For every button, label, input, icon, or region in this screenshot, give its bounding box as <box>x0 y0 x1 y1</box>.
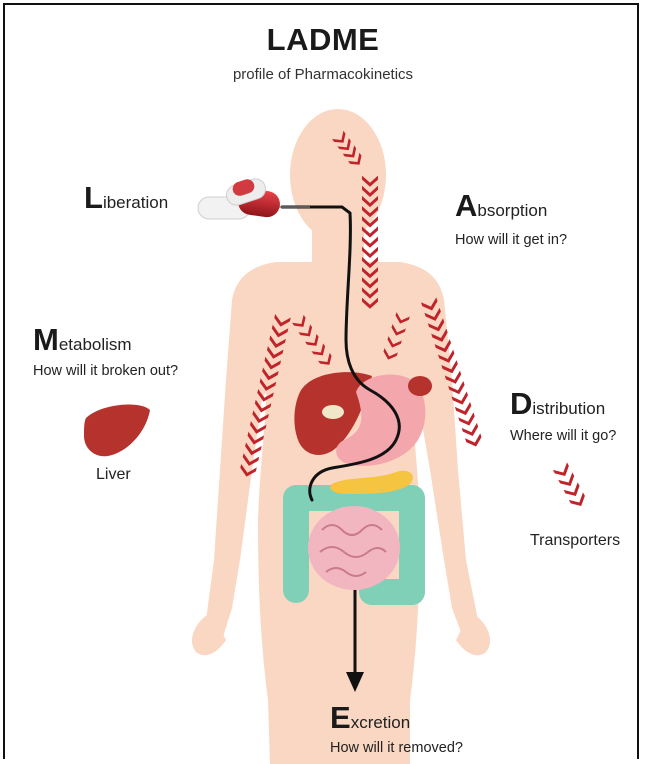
metabolism-initial: M <box>33 322 59 357</box>
small-intestine <box>308 506 400 590</box>
excretion-initial: E <box>330 700 351 735</box>
transporter-chevron <box>362 247 378 258</box>
absorption-initial: A <box>455 188 477 223</box>
liberation-initial: L <box>84 180 103 215</box>
distribution-label: Distribution <box>510 386 605 422</box>
transporter-chevron <box>462 423 481 439</box>
liver-icon <box>84 404 150 456</box>
transporters-legend-label: Transporters <box>530 532 620 550</box>
liberation-label: Liberation <box>84 180 168 216</box>
absorption-label: Absorption <box>455 188 547 224</box>
transporter-chevron <box>455 402 474 418</box>
metabolism-label: Metabolism <box>33 322 132 358</box>
transporter-chevrons-icon <box>553 462 588 509</box>
transporter-chevron <box>458 412 477 428</box>
absorption-rest: bsorption <box>477 201 547 220</box>
distribution-question: Where will it go? <box>510 428 616 444</box>
metabolism-rest: etabolism <box>59 335 132 354</box>
gallbladder <box>322 405 344 419</box>
metabolism-question: How will it broken out? <box>33 363 178 379</box>
excretion-question: How will it removed? <box>330 740 463 756</box>
absorption-question: How will it get in? <box>455 232 567 248</box>
distribution-initial: D <box>510 386 532 421</box>
excretion-rest: xcretion <box>351 713 411 732</box>
transporter-chevron <box>553 462 572 479</box>
pill-capsule-icon <box>198 176 282 219</box>
transporter-chevron <box>451 392 470 408</box>
transporter-chevron <box>465 433 484 449</box>
spleen <box>408 376 432 396</box>
excretion-label: Excretion <box>330 700 410 736</box>
liberation-rest: iberation <box>103 193 168 212</box>
distribution-rest: istribution <box>532 399 605 418</box>
liver-legend-label: Liver <box>96 466 131 484</box>
transporter-chevron <box>362 237 378 248</box>
